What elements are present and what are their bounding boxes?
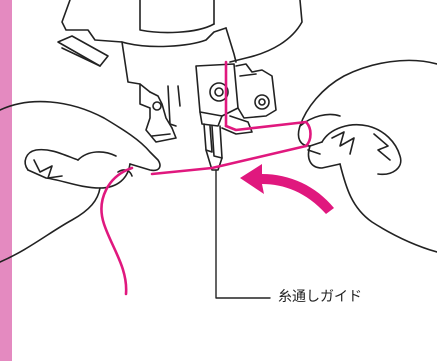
left-hand (0, 100, 161, 263)
curved-arrow-icon (240, 164, 334, 214)
accent-strip (0, 0, 12, 361)
presser-foot-assembly (139, 83, 181, 143)
right-hand (297, 59, 437, 253)
thread-guide-label: 糸通しガイド (278, 289, 362, 305)
callout-leader-line (215, 169, 271, 299)
needle-assembly (195, 63, 277, 171)
machine-body (57, 0, 303, 93)
thread (100, 60, 312, 296)
